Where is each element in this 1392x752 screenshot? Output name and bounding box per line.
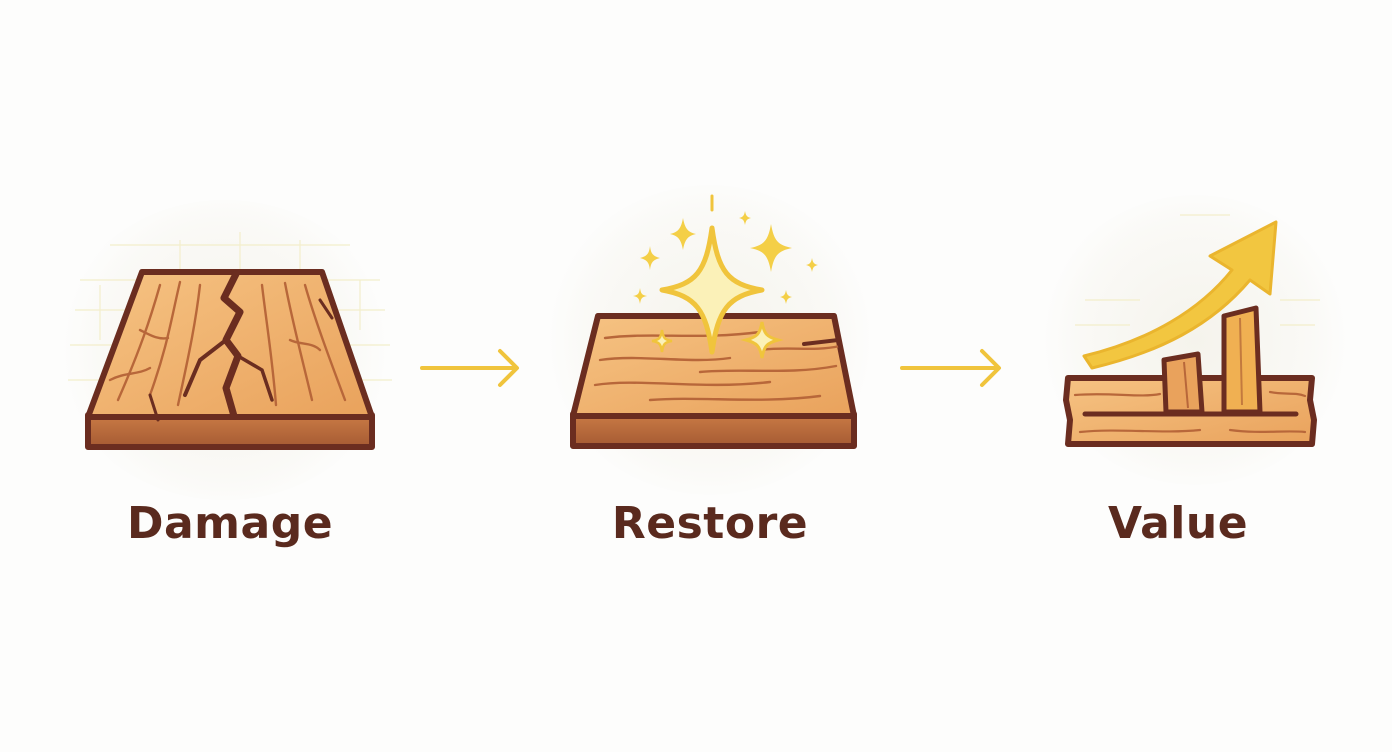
step-label-value: Value bbox=[1107, 498, 1249, 549]
step-label-damage: Damage bbox=[126, 498, 334, 549]
rising-value-chart-icon bbox=[1063, 214, 1320, 447]
arrow-right-icon bbox=[900, 349, 1001, 387]
arrow-right-icon bbox=[420, 349, 519, 387]
step-label-restore: Restore bbox=[611, 498, 809, 549]
cracked-wood-board-icon bbox=[68, 232, 392, 450]
sparkling-wood-board-icon bbox=[570, 194, 857, 449]
